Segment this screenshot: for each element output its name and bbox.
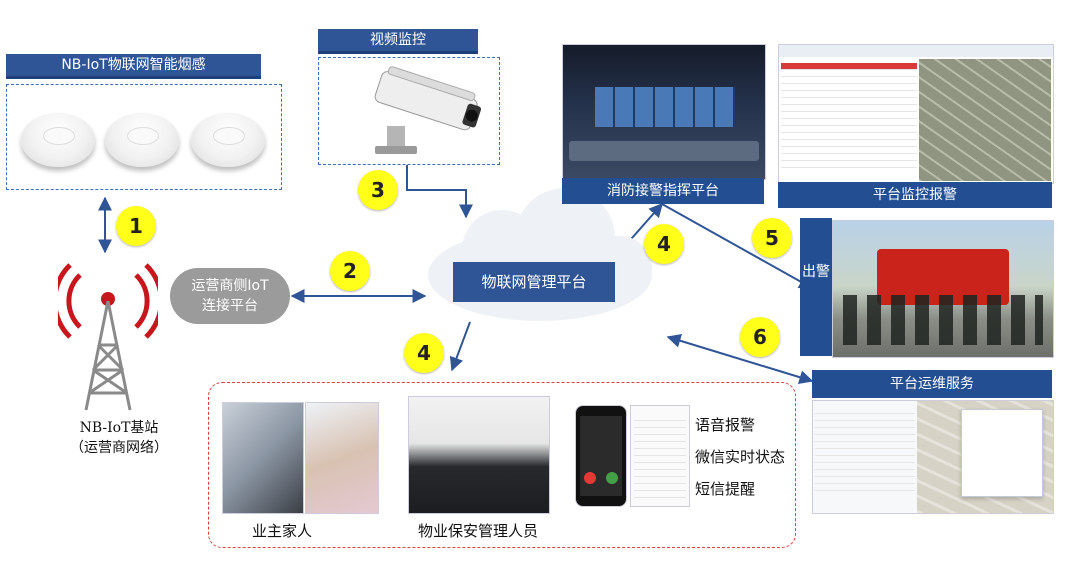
camera-icon — [374, 66, 482, 154]
control-desk — [569, 141, 759, 161]
fire-center-label: 消防接警指挥平台 — [562, 178, 764, 204]
call-screen — [580, 416, 622, 496]
smoke-detector-icon — [21, 113, 95, 167]
step-badge-6: 6 — [740, 317, 780, 357]
dispatch-label: 出警 — [800, 218, 832, 356]
smoke-detector-icon — [105, 113, 179, 167]
base-station-line1: NB-IoT基站 — [79, 420, 159, 436]
ops-popup — [961, 409, 1043, 497]
video-box — [318, 57, 500, 165]
video-wall — [595, 87, 735, 127]
step-badge-4-users: 4 — [404, 333, 444, 373]
message-rows — [634, 414, 686, 504]
monitor-label: 平台监控报警 — [778, 182, 1052, 208]
video-title: 视频监控 — [318, 29, 478, 54]
arrow-video-cloud — [406, 164, 473, 219]
smoke-detector-box — [6, 84, 282, 190]
notify-voice: 语音报警 — [695, 416, 756, 434]
decline-button-icon — [584, 472, 596, 484]
smoke-detector-icon — [191, 113, 265, 167]
arrow-fire-dispatch — [661, 203, 814, 289]
arrow-cloud-ops — [666, 333, 814, 385]
owner-photo-2 — [305, 402, 379, 514]
ops-label: 平台运维服务 — [812, 370, 1052, 398]
step-badge-2: 2 — [330, 251, 370, 291]
step-badge-5: 5 — [752, 218, 792, 258]
base-station-label: NB-IoT基站 （运营商网络） — [64, 418, 174, 458]
monitor-screen — [778, 44, 1054, 184]
fire-center-photo — [562, 44, 766, 180]
staff-label: 物业保安管理人员 — [418, 522, 539, 540]
phone-call-icon — [575, 405, 627, 507]
users-box — [208, 382, 796, 548]
monitor-toolbar — [779, 45, 1053, 57]
cell-tower-icon — [58, 263, 158, 411]
step-badge-3: 3 — [358, 170, 398, 210]
cloud-platform-label: 物联网管理平台 — [453, 262, 615, 302]
notify-sms: 短信提醒 — [695, 480, 756, 498]
fire-truck-photo — [832, 220, 1054, 358]
operator-line1: 运营商侧IoT — [191, 278, 269, 294]
step-badge-4-fire: 4 — [644, 224, 684, 264]
message-list-screen — [630, 405, 690, 507]
firefighters — [843, 295, 1043, 345]
arrow-cloud-users — [449, 321, 471, 372]
operator-line2: 连接平台 — [202, 298, 258, 314]
alarm-map — [919, 59, 1051, 181]
owner-photo-1 — [222, 402, 304, 514]
answer-button-icon — [606, 472, 618, 484]
base-station-line2: （运营商网络） — [70, 440, 168, 456]
owner-label: 业主家人 — [252, 522, 313, 540]
alarm-table — [781, 63, 917, 179]
step-badge-1: 1 — [116, 206, 156, 246]
operator-platform: 运营商侧IoT 连接平台 — [170, 268, 290, 324]
smoke-detector-title: NB-IoT物联网智能烟感 — [6, 54, 261, 79]
staff-photo — [408, 396, 550, 514]
ops-screen — [812, 400, 1054, 514]
notify-wechat: 微信实时状态 — [695, 448, 786, 466]
ops-table — [815, 407, 915, 507]
